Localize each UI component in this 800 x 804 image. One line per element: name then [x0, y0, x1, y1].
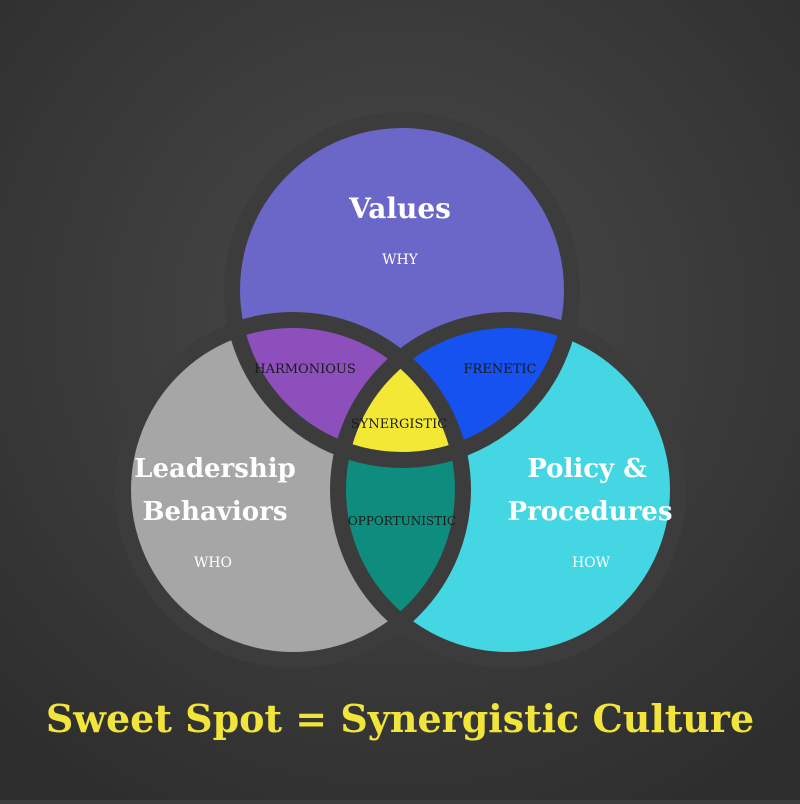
policy-title-line1: Policy & — [527, 454, 646, 484]
values-title: Values — [348, 192, 451, 225]
frenetic-label: FRENETIC — [464, 362, 537, 377]
leadership-title-line2: Behaviors — [143, 497, 288, 527]
caption: Sweet Spot = Synergistic Culture — [46, 696, 754, 741]
synergistic-region — [338, 320, 463, 460]
policy-subtitle: HOW — [572, 555, 611, 571]
circle-outlines — [115, 112, 686, 668]
synergistic-label: SYNERGISTIC — [351, 417, 447, 432]
policy-title-line2: Procedures — [508, 497, 673, 527]
leadership-subtitle: WHO — [194, 555, 232, 571]
leadership-title-line1: Leadership — [134, 454, 296, 484]
opportunistic-label: OPPORTUNISTIC — [348, 514, 456, 528]
values-subtitle: WHY — [382, 252, 419, 268]
harmonious-label: HARMONIOUS — [254, 362, 356, 377]
